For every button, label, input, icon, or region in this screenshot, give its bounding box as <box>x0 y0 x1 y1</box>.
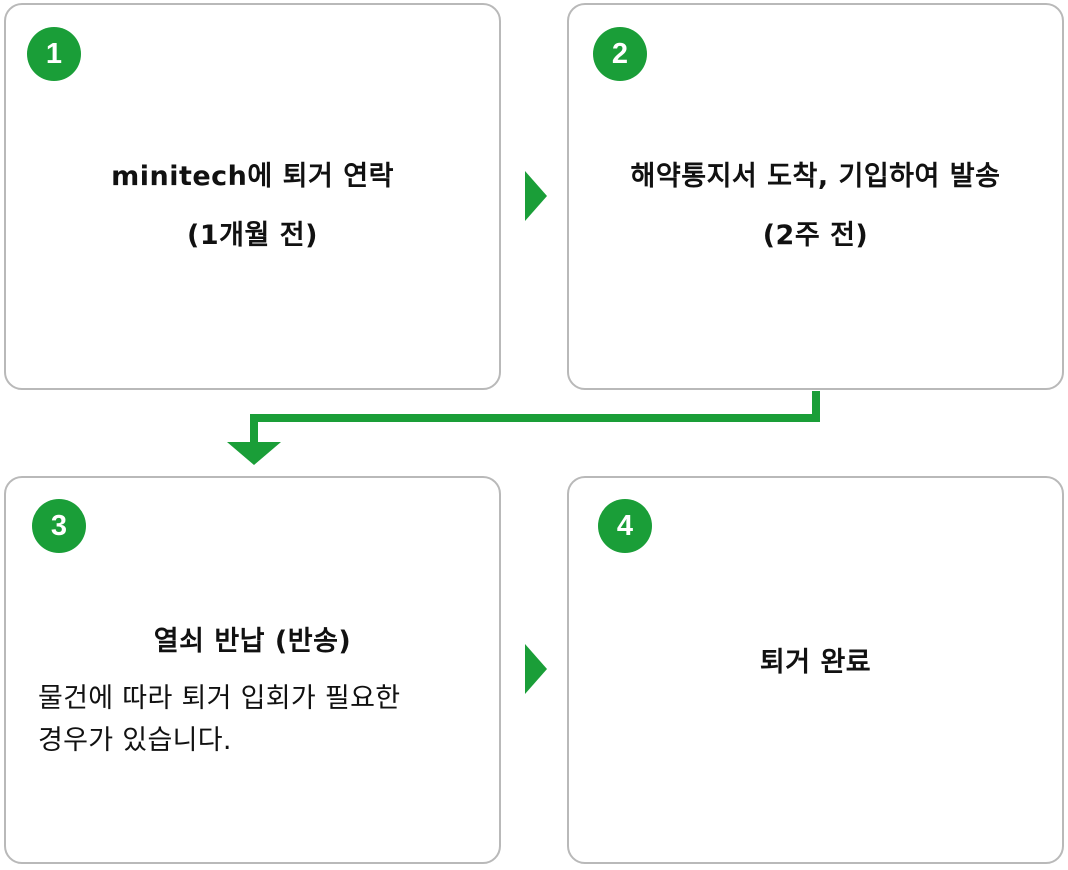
step-number-badge-1: 1 <box>27 27 81 81</box>
arrow-step1-to-step2 <box>525 171 547 221</box>
step-card-3: 3 열쇠 반납 (반송) 물건에 따라 퇴거 입회가 필요한 경우가 있습니다. <box>4 476 501 864</box>
step-number-badge-4: 4 <box>598 499 652 553</box>
step-title-2-line-1: 해약통지서 도착, 기입하여 발송 <box>630 161 1001 192</box>
step-title-3-line-1: 열쇠 반납 (반송) <box>153 626 352 657</box>
elbow-connector-step2-to-step3 <box>250 391 820 443</box>
step-title-2-line-2: (2주 전) <box>762 220 869 251</box>
step-number-badge-2: 2 <box>593 27 647 81</box>
step-note-3-line-1: 물건에 따라 퇴거 입회가 필요한 <box>38 683 401 714</box>
step-card-1: 1 minitech에 퇴거 연락 (1개월 전) <box>4 3 501 390</box>
arrow-head-down-step3 <box>227 442 281 465</box>
step-title-3: 열쇠 반납 (반송) <box>6 625 499 659</box>
step-title-1: minitech에 퇴거 연락 (1개월 전) <box>6 160 499 253</box>
step-title-2: 해약통지서 도착, 기입하여 발송 (2주 전) <box>569 160 1062 253</box>
step-title-1-line-2: (1개월 전) <box>187 220 318 251</box>
step-card-2: 2 해약통지서 도착, 기입하여 발송 (2주 전) <box>567 3 1064 390</box>
step-card-4: 4 퇴거 완료 <box>567 476 1064 864</box>
step-number-badge-3: 3 <box>32 499 86 553</box>
step-note-3-line-2: 경우가 있습니다. <box>38 725 232 756</box>
step-title-1-line-1: minitech에 퇴거 연락 <box>111 161 394 192</box>
arrow-step3-to-step4 <box>525 644 547 694</box>
step-title-4-line-1: 퇴거 완료 <box>759 647 872 678</box>
step-note-3: 물건에 따라 퇴거 입회가 필요한 경우가 있습니다. <box>38 678 488 762</box>
step-title-4: 퇴거 완료 <box>569 646 1062 680</box>
